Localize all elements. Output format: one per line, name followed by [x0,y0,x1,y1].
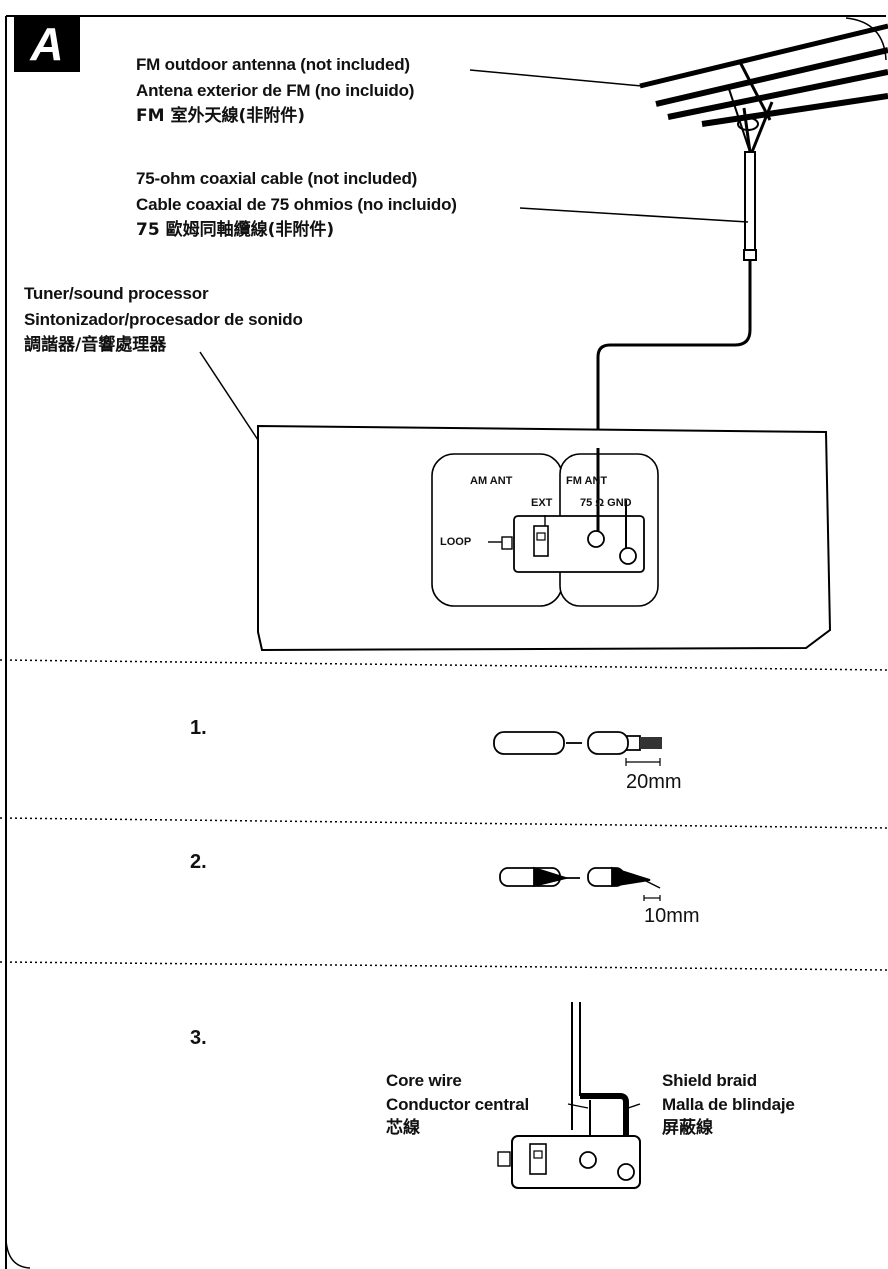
section-badge: A [14,16,80,72]
antenna-label-es: Antena exterior de FM (no incluido) [136,81,415,100]
separator [0,961,888,971]
fm-ant-label: FM ANT [566,475,608,487]
step-2-dimension: 10mm [644,905,700,927]
step-3-number: 3. [190,1027,207,1049]
shield-braid-label-en: Shield braid [662,1071,757,1090]
ext-clip [533,525,549,557]
loop-label: LOOP [440,536,472,548]
antenna-label-zh: FM 室外天線(非附件) [136,106,305,126]
unit-label-es: Sintonizador/procesador de sonido [24,310,303,329]
step-2-number: 2. [190,851,207,873]
unit-label-en: Tuner/sound processor [24,284,209,303]
cable-connector [743,249,757,261]
step-1-number: 1. [190,717,207,739]
ohm-gnd-label: 75 Ω GND [580,497,632,509]
core-wire-label-es: Conductor central [386,1095,530,1114]
antenna-label-en: FM outdoor antenna (not included) [136,55,410,74]
separator [0,817,888,829]
core-wire-label-en: Core wire [386,1071,462,1090]
dimension-10mm-marker [643,895,661,901]
step3-wiring-drawing [497,1002,641,1189]
cable-label-en: 75-ohm coaxial cable (not included) [136,169,418,188]
gnd-terminal [619,547,637,565]
dimension-20mm-marker [625,758,661,766]
am-ant-label: AM ANT [470,475,513,487]
ext-label: EXT [531,497,553,509]
shield-braid-label-zh: 屏蔽線 [662,1118,713,1138]
separator [0,659,888,671]
coax-cable [596,260,752,508]
cable-leader [519,207,749,223]
shield-braid-label-es: Malla de blindaje [662,1095,795,1114]
fm-75ohm-terminal [587,530,605,548]
unit-leader [199,351,259,441]
antenna-leader [469,69,643,87]
fm-antenna-drawing [639,23,888,253]
step1-cable-drawing [493,731,662,755]
step2-cable-drawing [499,866,661,889]
cable-label-zh: 75 歐姆同軸纜線(非附件) [136,220,335,240]
unit-label-zh: 調諧器/音響處理器 [24,335,167,355]
step-1-dimension: 20mm [626,771,682,793]
page-frame [5,15,886,1269]
cable-label-es: Cable coaxial de 75 ohmios (no incluido) [136,195,457,214]
loop-terminal [501,536,513,550]
page-frame-bottom [5,1239,31,1269]
core-wire-label-zh: 芯線 [386,1118,420,1138]
